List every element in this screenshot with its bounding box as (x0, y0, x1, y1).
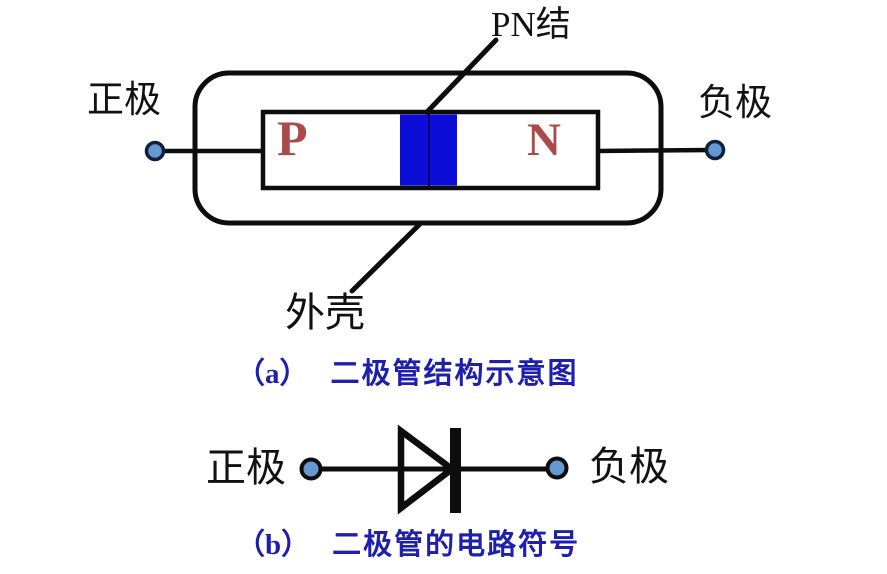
pn-junction-label: PN结 (491, 5, 571, 44)
figure-b-caption-index: （b） (236, 529, 311, 561)
figure-a-caption-text: 二极管结构示意图 (330, 358, 579, 390)
figure-a-caption-index: （a） (236, 358, 309, 390)
p-region-letter: P (277, 110, 308, 166)
diode-anode-triangle (397, 424, 458, 515)
figure-b-caption-text: 二极管的电路符号 (332, 529, 581, 561)
cathode-lead-line (595, 147, 713, 154)
anode-terminal-dot-a (144, 140, 166, 162)
figure-a-cathode-label: 负极 (698, 83, 772, 124)
n-region-letter: N (527, 114, 561, 166)
pn-junction-leader-line (424, 37, 499, 115)
cathode-terminal-dot-b (545, 456, 569, 480)
shell-label: 外壳 (285, 290, 365, 335)
shell-leader-line (349, 220, 424, 294)
cathode-terminal-dot-a (704, 139, 726, 161)
diode-shell-outline (192, 70, 664, 226)
figure-a-caption: （a） 二极管结构示意图 (236, 360, 579, 389)
diode-cathode-bar (450, 428, 461, 513)
figure-b-caption: （b） 二极管的电路符号 (236, 531, 580, 560)
figure-b-anode-label: 正极 (206, 445, 286, 490)
anode-terminal-dot-b (299, 457, 323, 481)
figure-a-anode-label: 正极 (87, 80, 161, 121)
figure-b-cathode-label: 负极 (589, 444, 669, 489)
